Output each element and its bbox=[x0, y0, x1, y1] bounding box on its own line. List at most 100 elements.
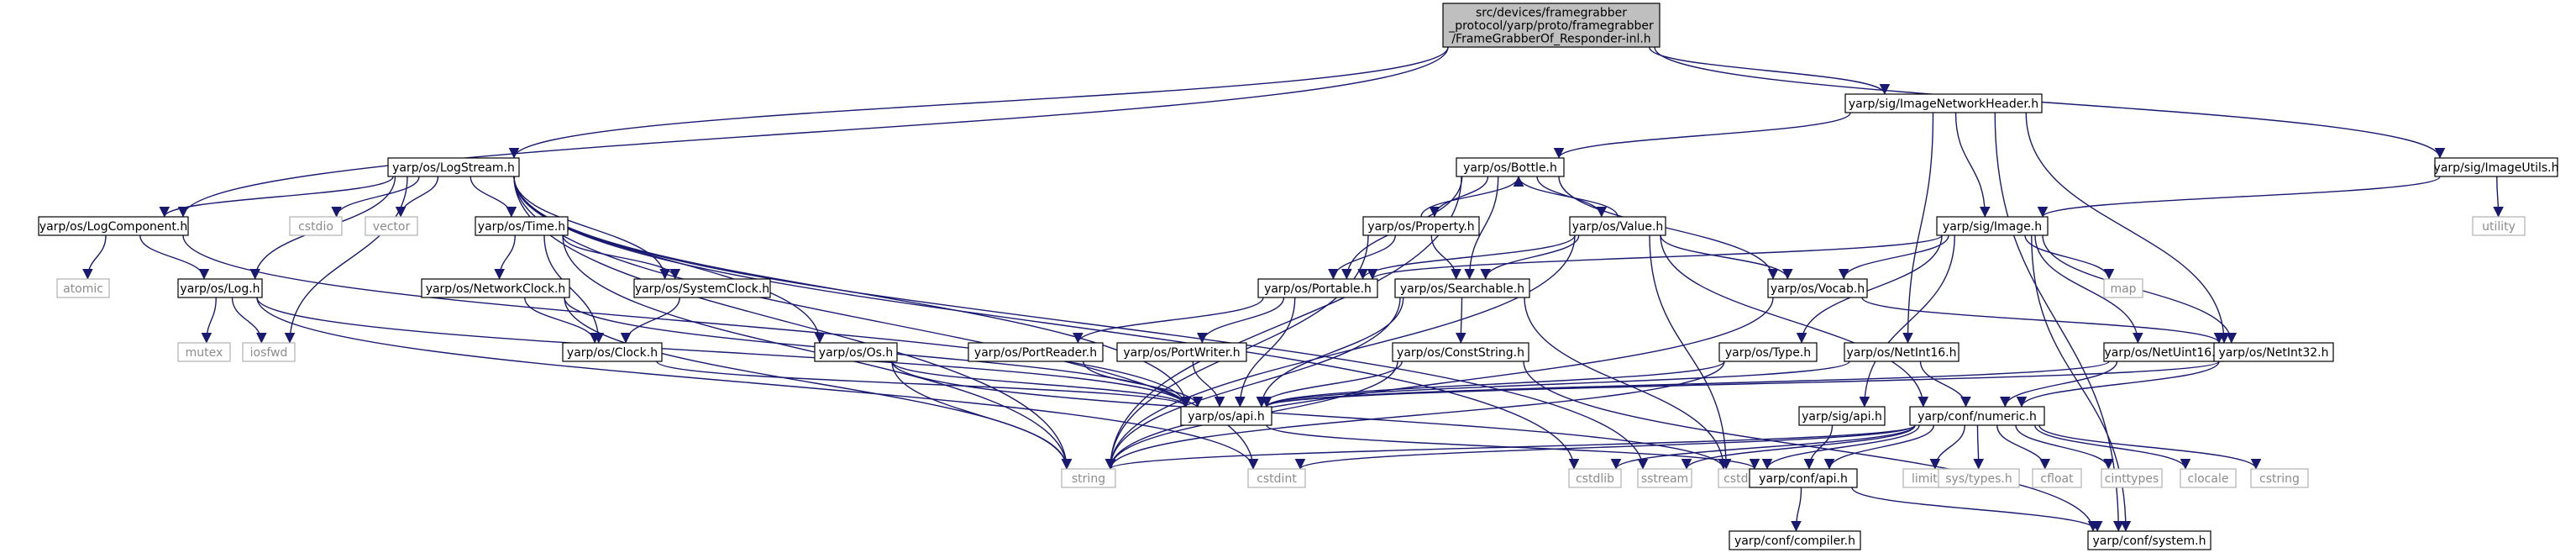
edge-confapi-to-compiler bbox=[1791, 487, 1802, 532]
edge-netint16-to-numeric bbox=[1919, 361, 1971, 408]
node-cstdlib: cstdlib bbox=[1568, 468, 1622, 488]
node-cstdio-box bbox=[289, 216, 343, 236]
node-netuint16[interactable]: yarp/os/NetUint16.h bbox=[2103, 342, 2224, 362]
edge-numeric-to-confapi bbox=[1823, 424, 1934, 470]
edge-logcomp-to-osapi bbox=[182, 234, 1192, 408]
node-logcomp[interactable]: yarp/os/LogComponent.h bbox=[38, 216, 189, 236]
node-property[interactable]: yarp/os/Property.h bbox=[1362, 216, 1480, 236]
node-systypes-box bbox=[1938, 468, 2020, 488]
node-sysclock[interactable]: yarp/os/SystemClock.h bbox=[633, 278, 771, 298]
node-bottle[interactable]: yarp/os/Bottle.h bbox=[1456, 157, 1565, 177]
node-logstream-label: yarp/os/LogStream.h bbox=[392, 161, 515, 175]
edge-image-to-netuint16 bbox=[2034, 234, 2143, 344]
node-portwriter[interactable]: yarp/os/PortWriter.h bbox=[1116, 342, 1247, 362]
node-sstream-label: sstream bbox=[1641, 472, 1688, 486]
node-value[interactable]: yarp/os/Value.h bbox=[1569, 216, 1666, 236]
edge-log-to-cstdint bbox=[256, 297, 1259, 470]
node-iosfwd-box bbox=[242, 342, 296, 362]
node-root-label: _protocol/yarp/proto/framegrabber bbox=[1448, 19, 1654, 33]
edge-logstream-to-vector bbox=[395, 176, 439, 218]
edge-confapi-to-system bbox=[1851, 487, 2103, 532]
node-logstream[interactable]: yarp/os/LogStream.h bbox=[387, 157, 520, 177]
node-system-box bbox=[2087, 530, 2211, 550]
node-bottle-label: yarp/os/Bottle.h bbox=[1463, 161, 1557, 175]
node-imgutils-box bbox=[2434, 157, 2558, 177]
edge-value-to-numeric bbox=[1660, 234, 1929, 408]
node-root[interactable]: src/devices/framegrabber_protocol/yarp/p… bbox=[1442, 3, 1660, 48]
edge-image-to-sigapi bbox=[1859, 234, 1955, 408]
edge-numeric-to-string bbox=[1105, 424, 1916, 470]
edge-imgnethdr-to-netint16 bbox=[1902, 112, 1934, 344]
node-os-label: yarp/os/Os.h bbox=[819, 346, 893, 360]
node-compiler-box bbox=[1729, 530, 1861, 550]
node-netint16[interactable]: yarp/os/NetInt16.h bbox=[1844, 342, 1960, 362]
node-portable[interactable]: yarp/os/Portable.h bbox=[1257, 278, 1378, 298]
node-limits-label: limits bbox=[1912, 472, 1944, 486]
node-cstring-box bbox=[2250, 468, 2309, 488]
edge-clock-to-osapi bbox=[656, 361, 1192, 408]
node-clocale-box bbox=[2180, 468, 2237, 488]
node-searchable[interactable]: yarp/os/Searchable.h bbox=[1394, 278, 1530, 298]
node-os[interactable]: yarp/os/Os.h bbox=[814, 342, 898, 362]
node-netclock[interactable]: yarp/os/NetworkClock.h bbox=[421, 278, 570, 298]
edge-type-to-string bbox=[1104, 361, 1725, 470]
node-system[interactable]: yarp/conf/system.h bbox=[2087, 530, 2211, 550]
node-image-box bbox=[1936, 216, 2049, 236]
node-clock[interactable]: yarp/os/Clock.h bbox=[562, 342, 663, 362]
edge-netint16-to-osapi bbox=[1262, 361, 1850, 408]
edge-os-to-string bbox=[891, 361, 1073, 470]
node-clock-label: yarp/os/Clock.h bbox=[567, 346, 658, 360]
node-time[interactable]: yarp/os/Time.h bbox=[475, 216, 569, 236]
node-cstdlib-box bbox=[1568, 468, 1622, 488]
edge-logstream-to-string bbox=[513, 176, 1073, 470]
node-cstring-label: cstring bbox=[2259, 472, 2300, 486]
node-type[interactable]: yarp/os/Type.h bbox=[1718, 342, 1818, 362]
node-confapi[interactable]: yarp/conf/api.h bbox=[1749, 468, 1858, 488]
node-netint32-label: yarp/os/NetInt32.h bbox=[2218, 346, 2328, 360]
edge-netclock-to-string bbox=[564, 297, 1073, 470]
node-conststring[interactable]: yarp/os/ConstString.h bbox=[1392, 342, 1529, 362]
node-imgutils-label: yarp/sig/ImageUtils.h bbox=[2434, 161, 2559, 175]
node-cinttypes-box bbox=[2101, 468, 2163, 488]
edge-value-to-vocab bbox=[1660, 234, 1793, 280]
node-osapi[interactable]: yarp/os/api.h bbox=[1180, 406, 1272, 426]
edge-logstream-to-logcomp bbox=[159, 176, 394, 218]
edge-property-to-searchable bbox=[1430, 234, 1461, 280]
edge-netint32-to-osapi bbox=[1262, 361, 2220, 408]
node-mutex: mutex bbox=[177, 342, 231, 362]
edge-netint32-to-numeric bbox=[2016, 361, 2220, 408]
edge-numeric-to-cstdlib bbox=[1610, 424, 1916, 470]
edge-numeric-to-cstring bbox=[2038, 424, 2262, 470]
node-sigapi[interactable]: yarp/sig/api.h bbox=[1798, 406, 1886, 426]
edge-root-to-logstream bbox=[508, 46, 1449, 159]
edge-numeric-to-cinttypes bbox=[2015, 424, 2114, 470]
node-vocab-label: yarp/os/Vocab.h bbox=[1771, 282, 1865, 296]
edge-netclock-to-clock bbox=[524, 297, 601, 344]
node-imgnethdr[interactable]: yarp/sig/ImageNetworkHeader.h bbox=[1844, 93, 2043, 113]
node-imgutils[interactable]: yarp/sig/ImageUtils.h bbox=[2434, 157, 2559, 177]
node-portreader[interactable]: yarp/os/PortReader.h bbox=[968, 342, 1104, 362]
node-cfloat-box bbox=[2032, 468, 2082, 488]
node-osapi-label: yarp/os/api.h bbox=[1188, 410, 1264, 424]
edge-log-to-iosfwd bbox=[231, 297, 267, 344]
node-numeric[interactable]: yarp/conf/numeric.h bbox=[1909, 406, 2045, 426]
node-root-label: src/devices/framegrabber bbox=[1476, 7, 1627, 20]
node-log[interactable]: yarp/os/Log.h bbox=[177, 278, 263, 298]
node-confapi-box bbox=[1749, 468, 1858, 488]
node-utility-box bbox=[2472, 216, 2526, 236]
node-cfloat-label: cfloat bbox=[2040, 472, 2074, 486]
node-string: string bbox=[1061, 468, 1116, 488]
node-portreader-box bbox=[968, 342, 1104, 362]
edge-log-to-osapi bbox=[256, 297, 1192, 408]
node-vocab[interactable]: yarp/os/Vocab.h bbox=[1767, 278, 1868, 298]
node-map-label: map bbox=[2110, 282, 2136, 296]
edge-value-to-searchable bbox=[1480, 234, 1580, 280]
edge-portwriter-to-osapi bbox=[1192, 361, 1225, 408]
node-conststring-label: yarp/os/ConstString.h bbox=[1397, 346, 1524, 360]
edge-image-to-portable bbox=[1367, 234, 1943, 280]
node-compiler[interactable]: yarp/conf/compiler.h bbox=[1729, 530, 1861, 550]
node-image[interactable]: yarp/sig/Image.h bbox=[1936, 216, 2049, 236]
node-property-label: yarp/os/Property.h bbox=[1367, 220, 1474, 234]
node-iosfwd-label: iosfwd bbox=[250, 346, 288, 360]
node-netint32[interactable]: yarp/os/NetInt32.h bbox=[2213, 342, 2334, 362]
